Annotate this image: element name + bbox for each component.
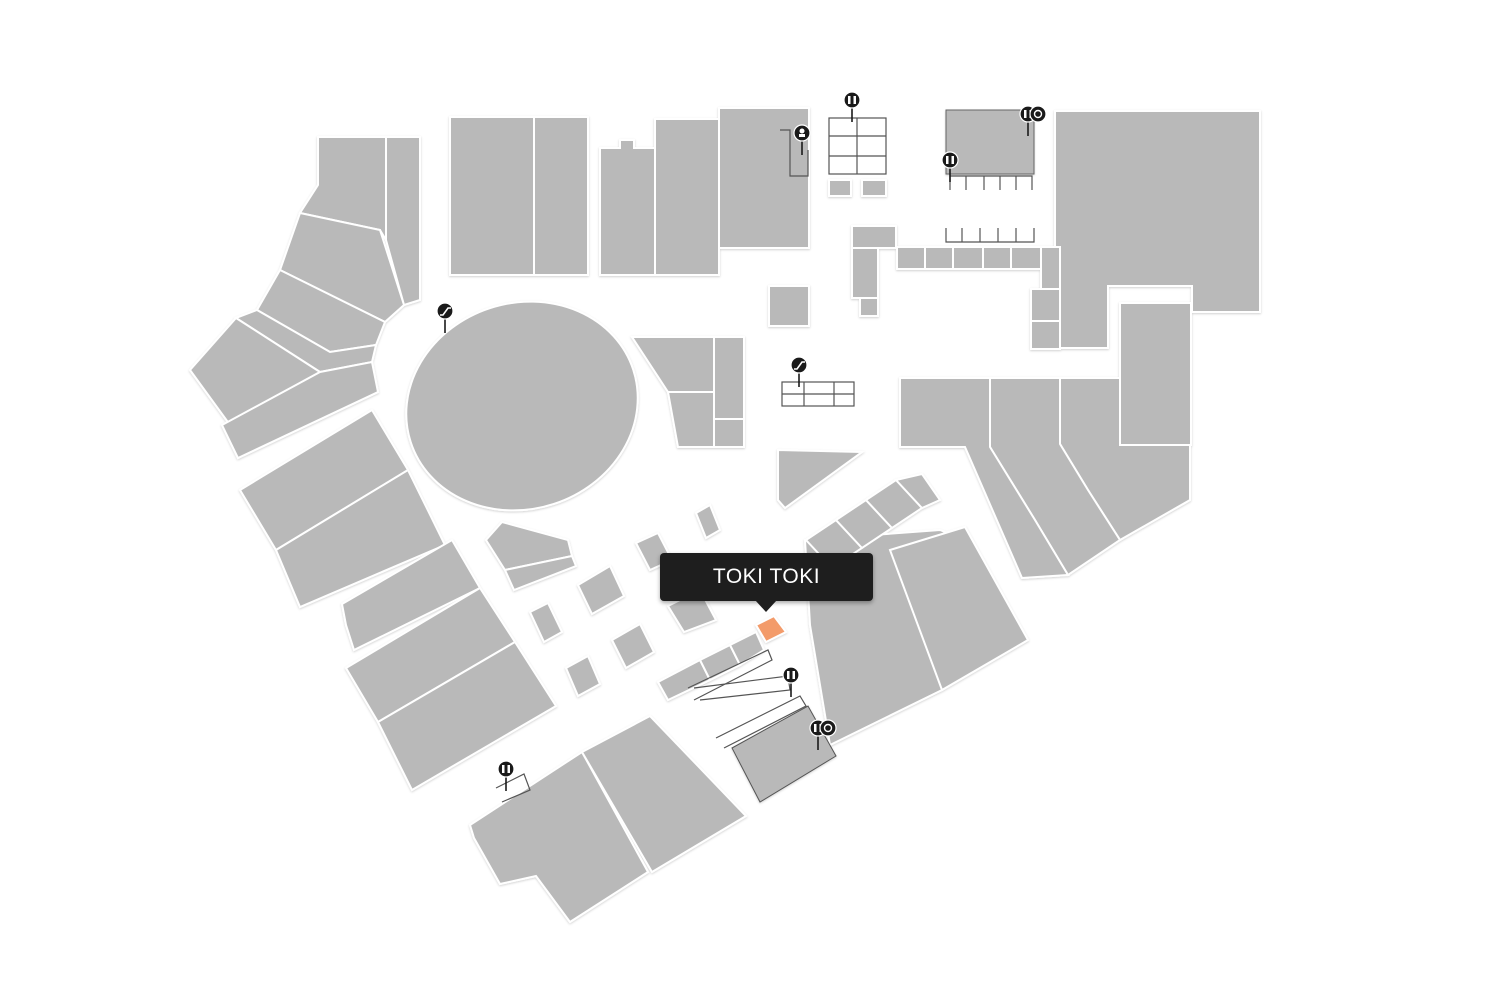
store-unit[interactable] [376,640,558,792]
store-unit[interactable] [503,554,578,592]
store-unit[interactable] [654,118,720,276]
restroom-icon[interactable] [941,151,959,182]
store-unit[interactable] [768,285,810,327]
restroom-icon[interactable] [497,760,515,791]
store-unit[interactable] [952,246,984,270]
fixture-outlines [495,117,1035,803]
store-unit[interactable] [484,520,574,572]
store-unit[interactable] [1010,246,1042,270]
store-unit[interactable] [713,336,745,420]
toki-toki-store[interactable] [754,614,788,644]
store-unit[interactable] [1119,302,1192,446]
store-unit[interactable] [528,601,564,644]
store-unit[interactable] [728,630,766,667]
store-unit[interactable] [1030,288,1061,322]
store-unit[interactable] [894,472,942,510]
store-unit[interactable] [896,246,926,270]
store-unit[interactable] [630,336,715,393]
store-unit[interactable] [385,136,421,307]
store-unit[interactable] [220,360,380,460]
store-unit[interactable] [899,377,1070,580]
store-unit[interactable] [888,525,1030,692]
store-units [188,107,1261,924]
store-unit[interactable] [859,297,879,317]
store-tooltip-pointer [755,600,777,612]
store-unit[interactable] [278,211,406,324]
store-unit[interactable] [533,116,589,276]
store-unit[interactable] [564,654,602,698]
restroom-block [945,109,1035,175]
central-atrium-store[interactable] [379,272,665,540]
store-unit[interactable] [1030,320,1061,350]
amenity-icons [436,91,1047,791]
baby-change-icon[interactable] [793,124,811,155]
store-unit[interactable] [340,538,482,652]
restroom-icon[interactable] [843,91,861,122]
store-unit[interactable] [713,418,745,448]
escalator-icon[interactable] [436,302,454,333]
anchor-store[interactable] [1054,110,1261,349]
store-unit[interactable] [924,246,954,270]
store-unit[interactable] [580,714,748,874]
store-unit[interactable] [828,179,852,197]
restroom-icon[interactable] [782,666,800,697]
store-unit[interactable] [861,179,887,197]
store-unit[interactable] [666,391,715,448]
store-unit[interactable] [610,622,656,670]
store-unit[interactable] [449,116,535,276]
store-unit[interactable] [982,246,1012,270]
store-unit[interactable] [777,448,865,510]
store-unit[interactable] [851,225,897,249]
store-unit[interactable] [851,247,879,299]
store-unit[interactable] [1040,246,1061,290]
store-unit[interactable] [576,564,626,616]
store-tooltip: TOKI TOKI [660,553,873,601]
restroom-accessible-icon[interactable] [1029,105,1047,123]
store-tooltip-label: TOKI TOKI [712,565,821,588]
store-unit[interactable] [599,139,656,276]
restroom-accessible-icon[interactable] [819,719,837,737]
store-unit[interactable] [694,503,722,540]
escalator-icon[interactable] [790,356,808,387]
